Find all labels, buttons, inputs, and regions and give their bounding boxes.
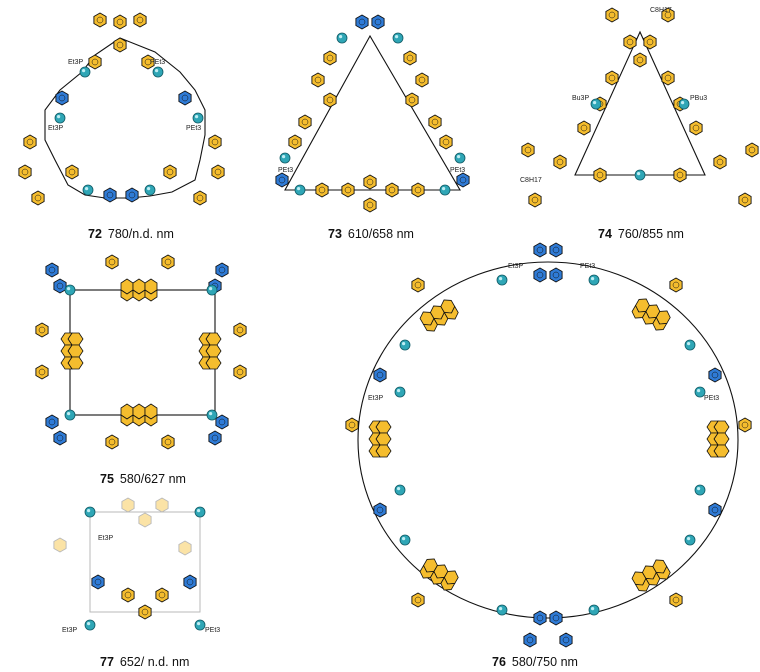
compound-wavelength-75: 580/627 nm [119, 472, 186, 486]
ligand-label-73-b: PEt3 [450, 167, 465, 174]
macrocycle-76: Et3P PEt3 Et3P PEt3 [345, 242, 752, 648]
ligand-label-72-d: PEt3 [186, 125, 201, 132]
compound-id-74: 74 [598, 227, 612, 241]
pt-atom-72-a [79, 66, 91, 78]
ligand-label-74-b: PBu3 [690, 95, 707, 102]
ligand-label-72-c: Et3P [48, 125, 64, 132]
compound-wavelength-77: 652/ n.d. nm [119, 655, 190, 669]
compound-wavelength-72: 780/n.d. nm [107, 227, 174, 241]
compound-id-75: 75 [100, 472, 114, 486]
caption-72: 72 780/n.d. nm [88, 227, 174, 241]
ligand-label-74-a: Bu3P [572, 95, 589, 102]
ligand-label-76-b: PEt3 [580, 263, 595, 270]
caption-73: 73 610/658 nm [328, 227, 414, 241]
ring-72-a [113, 14, 127, 30]
caption-77: 77 652/ n.d. nm [100, 655, 189, 669]
macrocycle-75 [35, 254, 247, 450]
ligand-label-77-c: PEt3 [205, 627, 220, 634]
compound-wavelength-76: 580/750 nm [511, 655, 578, 669]
ligand-label-77-a: Et3P [98, 535, 114, 542]
macrocycle-72: Et3P PEt3 Et3P PEt3 [18, 12, 225, 206]
compound-id-76: 76 [492, 655, 506, 669]
ligand-label-76-c: Et3P [368, 395, 384, 402]
chain-label-74-b: C8H17 [520, 177, 542, 184]
compound-id-72: 72 [88, 227, 102, 241]
caption-75: 75 580/627 nm [100, 472, 186, 486]
ligand-label-76-d: PEt3 [704, 395, 719, 402]
ligand-label-72-b: PEt3 [150, 59, 165, 66]
macrocycle-77: Et3P Et3P PEt3 [53, 497, 220, 634]
macrocycle-73: PEt3 PEt3 [275, 14, 470, 213]
ligand-label-72-a: Et3P [68, 59, 84, 66]
ligand-label-77-b: Et3P [62, 627, 78, 634]
compound-id-73: 73 [328, 227, 342, 241]
caption-74: 74 760/855 nm [598, 227, 684, 241]
ligand-label-76-a: Et3P [508, 263, 524, 270]
compound-wavelength-73: 610/658 nm [347, 227, 414, 241]
compound-id-77: 77 [100, 655, 114, 669]
ligand-label-73-a: PEt3 [278, 167, 293, 174]
chain-label-74-a: C8H17 [650, 7, 672, 14]
macrocycle-74: C8H17 Bu3P PBu3 C8H17 [520, 7, 759, 208]
caption-76: 76 580/750 nm [492, 655, 578, 669]
compound-wavelength-74: 760/855 nm [617, 227, 684, 241]
